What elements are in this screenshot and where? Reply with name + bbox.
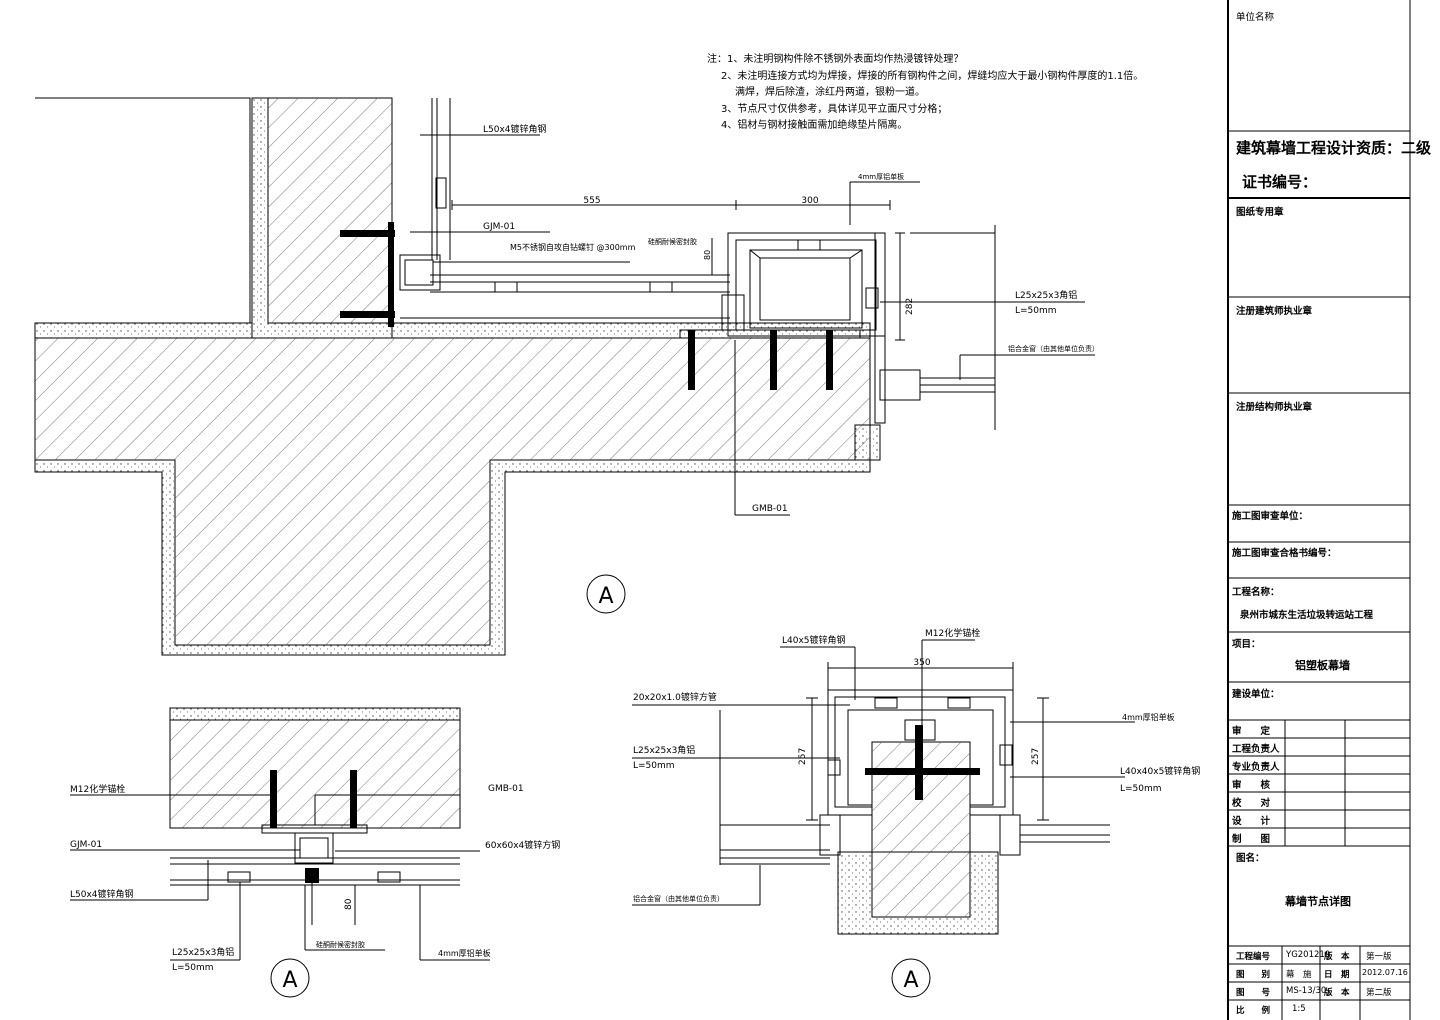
tb-r0c3: 第一版 [1366, 952, 1392, 962]
label-top-gjm: GJM-01 [483, 222, 515, 232]
tb-role-draft: 制 图 [1232, 834, 1271, 845]
dim-257-right: 257 [1031, 748, 1041, 765]
tb-project-name: 泉州市城东生活垃圾转运站工程 [1240, 610, 1374, 621]
label-br-l40: L40x5镀锌角钢 [782, 634, 846, 646]
tb-role-check: 校 对 [1232, 798, 1271, 809]
tb-arch-seal: 注册建筑师执业章 [1236, 306, 1313, 317]
tb-review-cert: 施工图审查合格书编号： [1232, 548, 1337, 559]
tb-r1c2: 日 期 [1324, 970, 1350, 980]
tb-r0c1: YG201210 [1286, 950, 1331, 960]
tb-struct-seal: 注册结构师执业章 [1236, 402, 1313, 413]
tb-r2c3: 第二版 [1366, 988, 1392, 998]
label-br-l50mm: L=50mm [633, 761, 675, 771]
label-br-4mm: 4mm厚铝单板 [1122, 712, 1175, 722]
label-top-l25: L25x25x3角铝 [1015, 289, 1077, 301]
label-bl-gjm: GJM-01 [70, 840, 102, 850]
general-notes: 注：1、未注明钢构件除不锈钢外表面均作热浸镀锌处理？ 2、未注明连接方式均为焊接… [707, 52, 1143, 135]
label-br-m12: M12化学锚栓 [925, 627, 980, 639]
dim-top-80: 80 [703, 250, 712, 260]
note-2b: 满焊，焊后除渣，涂红丹两道，银粉一道。 [735, 87, 925, 98]
label-bl-l50mm: L=50mm [172, 963, 214, 973]
tb-item-label: 项目： [1232, 639, 1261, 650]
dim-555: 555 [583, 196, 600, 206]
label-br-l50mm-b: L=50mm [1120, 784, 1162, 794]
tb-role-design: 设 计 [1232, 816, 1271, 827]
tb-drawing-name-label: 图名： [1236, 853, 1265, 864]
dim-282: 282 [905, 298, 915, 315]
label-br-tube: 20x20x1.0镀锌方管 [633, 691, 717, 703]
tb-drawing-name: 幕墙节点详图 [1285, 895, 1351, 908]
tb-qualification: 建筑幕墙工程设计资质：二级 [1236, 139, 1432, 157]
note-2: 2、未注明连接方式均为焊接，焊接的所有钢构件之间，焊缝均应大于最小钢构件厚度的1… [721, 70, 1144, 82]
tb-r1c0: 图 别 [1236, 970, 1271, 980]
top-detail: A L50x4镀锌角钢 4mm厚铝单板 555 300 GJM-01 M5不锈钢… [34, 97, 1099, 656]
dim-bl-80: 80 [344, 898, 354, 910]
label-bl-tube: 60x60x4镀锌方钢 [485, 839, 560, 851]
label-top-l50mm: L=50mm [1015, 306, 1057, 316]
label-top-silicone: 硅酮耐候密封胶 [648, 237, 697, 246]
tb-r2c1: MS-13/30 [1286, 986, 1327, 996]
label-top-gmb: GMB-01 [752, 504, 788, 514]
label-bl-l50: L50x4镀锌角钢 [70, 888, 134, 900]
label-bl-4mm: 4mm厚铝单板 [438, 948, 491, 958]
tb-role-specialist: 专业负责人 [1232, 762, 1280, 773]
tb-cert-no: 证书编号： [1242, 173, 1318, 191]
label-bl-silicone: 硅酮耐候密封胶 [316, 940, 365, 949]
tb-role-engineer: 工程负责人 [1232, 744, 1280, 755]
label-top-4mm: 4mm厚铝单板 [858, 172, 904, 181]
dim-350: 350 [913, 658, 930, 668]
title-block-frame [1227, 0, 1411, 1020]
tb-drawing-seal: 图纸专用章 [1236, 207, 1284, 218]
tb-item: 铝塑板幕墙 [1295, 659, 1350, 672]
label-br-l25: L25x25x3角铝 [633, 744, 695, 756]
dim-300: 300 [801, 196, 818, 206]
tb-unit-name: 单位名称 [1236, 12, 1275, 23]
tb-build-unit: 建设单位： [1232, 689, 1280, 700]
dim-257-left: 257 [798, 748, 808, 765]
label-br-l40b: L40x40x5镀锌角钢 [1120, 765, 1200, 777]
tb-r0c0: 工程编号 [1236, 952, 1271, 962]
bottom-right-detail: A L40x5镀锌角钢 M12化学锚栓 350 20x20x1.0镀锌方管 4m… [632, 627, 1200, 998]
section-mark-top: A [598, 584, 613, 609]
tb-r0c2: 版 本 [1324, 952, 1350, 962]
tb-role-review: 审 核 [1232, 780, 1271, 791]
tb-r2c2: 版 本 [1324, 988, 1350, 998]
tb-r3c0: 比 例 [1236, 1006, 1271, 1016]
tb-role-approve: 审 定 [1232, 726, 1271, 737]
note-1: 注：1、未注明钢构件除不锈钢外表面均作热浸镀锌处理？ [707, 54, 964, 65]
tb-r1c3: 2012.07.16 [1362, 968, 1408, 977]
tb-project-name-label: 工程名称： [1232, 587, 1280, 598]
label-top-m5: M5不锈钢自攻自钻螺钉 @300mm [510, 242, 636, 252]
label-top-l50: L50x4镀锌角钢 [483, 123, 547, 135]
tb-review-unit: 施工图审查单位： [1232, 511, 1309, 522]
tb-r1c1: 幕 施 [1286, 970, 1312, 980]
label-br-window: 铝合金窗（由其他单位负责） [633, 894, 724, 903]
label-bl-m12: M12化学锚栓 [70, 783, 125, 795]
label-top-glass: 铝合金窗（由其他单位负责） [1008, 344, 1099, 353]
note-3: 3、节点尺寸仅供参考，具体详见平立面尺寸分格； [721, 103, 948, 115]
tb-r2c0: 图 号 [1236, 988, 1271, 998]
tb-r3c1: 1:5 [1292, 1004, 1306, 1014]
section-mark-bottom-left: A [282, 968, 297, 993]
section-mark-bottom-right: A [903, 968, 918, 993]
bottom-left-detail: A M12化学锚栓 GMB-01 GJM-01 60x60x4镀锌方钢 L50x… [70, 707, 560, 998]
label-bl-gmb: GMB-01 [488, 784, 524, 794]
note-4: 4、铝材与钢材接触面需加绝缘垫片隔离。 [721, 120, 908, 131]
label-bl-l25: L25x25x3角铝 [172, 946, 234, 958]
